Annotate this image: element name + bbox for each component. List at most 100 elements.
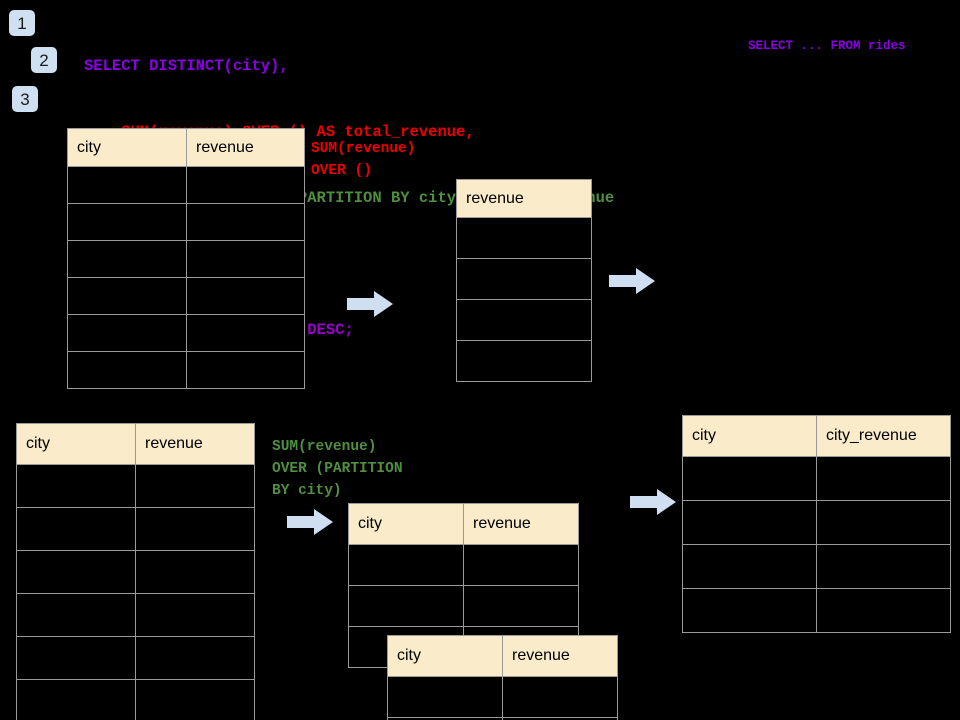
table-header-row: city revenue: [387, 635, 618, 677]
table-row: [682, 500, 951, 545]
column-header-revenue: revenue: [463, 503, 579, 545]
cell-city: [16, 550, 136, 594]
table-row: [456, 258, 592, 300]
table-row: [67, 203, 305, 241]
table-row: [67, 314, 305, 352]
table-row: [456, 340, 592, 382]
cell-city: [16, 464, 136, 508]
cell-city: [682, 456, 817, 501]
cell-city: [67, 166, 187, 204]
cell-city: [16, 679, 136, 720]
column-header-city-revenue: city_revenue: [816, 415, 951, 457]
column-header-city: city: [67, 128, 187, 167]
cell-revenue: [456, 299, 592, 341]
table-row: [682, 544, 951, 589]
table-row: [16, 593, 255, 637]
table-header-row: city revenue: [67, 128, 305, 167]
table-header-row: city revenue: [16, 423, 255, 465]
table-partition-a: city revenue: [348, 503, 579, 668]
cell-revenue: [135, 593, 255, 637]
arrow-partition-to-result-icon: [630, 489, 676, 515]
annotation-total-revenue: SUM(revenue) OVER (): [311, 141, 416, 179]
cell-city: [67, 351, 187, 389]
cell-revenue: [456, 258, 592, 300]
sql-line-select: SELECT DISTINCT(city),: [84, 57, 289, 75]
cell-revenue: [456, 340, 592, 382]
table-row: [16, 550, 255, 594]
step-badge-1: 1: [9, 10, 35, 36]
arrow-source-to-partition-icon: [287, 509, 333, 535]
cell-city: [67, 240, 187, 278]
cell-revenue: [135, 679, 255, 720]
table-row: [16, 636, 255, 680]
column-header-city: city: [387, 635, 503, 677]
table-row: [682, 456, 951, 501]
cell-city-revenue: [816, 544, 951, 589]
cell-revenue: [502, 676, 618, 718]
table-row: [456, 299, 592, 341]
cell-city-revenue: [816, 500, 951, 545]
cell-revenue: [186, 351, 305, 389]
cell-city-revenue: [816, 588, 951, 633]
column-header-city: city: [682, 415, 817, 457]
table-row: [67, 351, 305, 389]
table-partition-b: city revenue: [387, 635, 618, 720]
cell-revenue: [186, 314, 305, 352]
cell-city: [682, 544, 817, 589]
cell-revenue: [186, 166, 305, 204]
table-row: [16, 679, 255, 720]
cell-city: [348, 544, 464, 586]
step-badge-3: 3: [12, 86, 38, 112]
table-header-row: city city_revenue: [682, 415, 951, 457]
annotation-city-revenue: SUM(revenue) OVER (PARTITION BY city): [272, 439, 403, 499]
table-result: city city_revenue: [682, 415, 951, 633]
cell-revenue: [135, 507, 255, 551]
cell-revenue: [135, 464, 255, 508]
sql-side-note: SELECT ... FROM rides: [748, 39, 906, 53]
table-row: [67, 166, 305, 204]
table-row: [16, 507, 255, 551]
cell-city: [682, 500, 817, 545]
cell-city: [67, 203, 187, 241]
step-badge-2: 2: [31, 47, 57, 73]
cell-city: [67, 314, 187, 352]
column-header-revenue: revenue: [502, 635, 618, 677]
column-header-city: city: [348, 503, 464, 545]
table-row: [682, 588, 951, 633]
cell-city: [16, 636, 136, 680]
table-header-row: revenue: [456, 179, 592, 218]
table-header-row: city revenue: [348, 503, 579, 545]
table-row: [16, 464, 255, 508]
table-row: [387, 676, 618, 718]
cell-city: [16, 507, 136, 551]
cell-revenue: [186, 203, 305, 241]
table-row: [348, 544, 579, 586]
column-header-revenue: revenue: [456, 179, 592, 218]
cell-city: [16, 593, 136, 637]
table-row: [456, 217, 592, 259]
table-source-top: city revenue: [67, 128, 305, 389]
table-revenue-only: revenue: [456, 179, 592, 382]
cell-revenue: [502, 717, 618, 720]
cell-revenue: [456, 217, 592, 259]
cell-revenue: [463, 585, 579, 627]
cell-revenue: [135, 550, 255, 594]
table-row: [348, 585, 579, 627]
arrow-source-to-revenue-icon: [347, 291, 393, 317]
table-source-bottom: city revenue: [16, 423, 255, 720]
table-row: [387, 717, 618, 720]
cell-revenue: [135, 636, 255, 680]
column-header-city: city: [16, 423, 136, 465]
cell-city: [67, 277, 187, 315]
column-header-revenue: revenue: [135, 423, 255, 465]
arrow-revenue-to-result-icon: [609, 268, 655, 294]
cell-city-revenue: [816, 456, 951, 501]
cell-city: [682, 588, 817, 633]
column-header-revenue: revenue: [186, 128, 305, 167]
cell-city: [348, 585, 464, 627]
cell-revenue: [186, 240, 305, 278]
cell-revenue: [186, 277, 305, 315]
table-row: [67, 277, 305, 315]
table-row: [67, 240, 305, 278]
